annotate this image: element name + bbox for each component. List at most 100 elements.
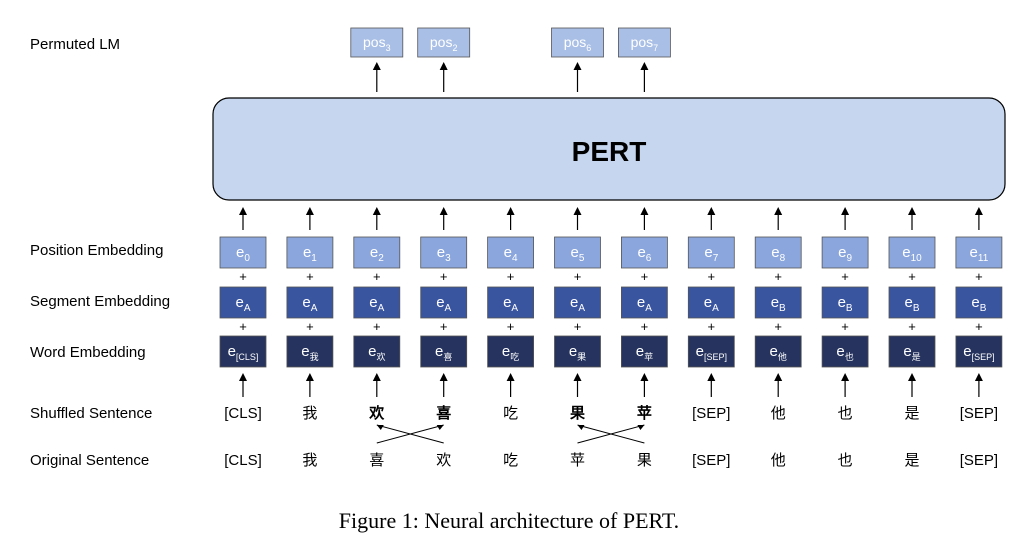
output-position-box [417, 27, 471, 58]
segment-embedding-label: eB [971, 294, 986, 314]
segment-embedding-box [754, 286, 802, 319]
label-permuted-lm: Permuted LM [30, 36, 120, 53]
segment-embedding-box [687, 286, 735, 319]
original-token: 苹 [570, 452, 585, 469]
plus-sign: + [239, 269, 247, 284]
segment-embedding-label: eA [704, 294, 719, 314]
arrow-to-pert-head [974, 207, 983, 215]
position-embedding-label: e4 [504, 244, 518, 264]
shuffled-token: 吃 [503, 405, 518, 422]
original-token: [SEP] [960, 452, 998, 469]
plus-sign: + [975, 269, 983, 284]
plus-sign: + [975, 319, 983, 334]
word-embedding-label: e[SEP] [696, 343, 727, 362]
position-embedding-label: e11 [970, 244, 989, 264]
position-embedding-label: e10 [902, 244, 922, 264]
label-shuffled-sentence: Shuffled Sentence [30, 405, 152, 422]
output-position-label: pos2 [430, 34, 458, 53]
word-embedding-label: e苹 [636, 343, 653, 362]
position-embedding-box [554, 236, 601, 269]
figure-caption: Figure 1: Neural architecture of PERT. [338, 508, 680, 533]
plus-sign: + [507, 269, 515, 284]
plus-sign: + [239, 319, 247, 334]
arrow-to-pert-head [908, 207, 916, 215]
plus-sign: + [841, 319, 849, 334]
word-embedding-label: e吃 [502, 343, 519, 362]
segment-embedding-label: eA [302, 294, 317, 314]
arrow-to-output-head [372, 62, 381, 70]
position-embedding-label: e0 [236, 244, 250, 264]
swap-arrowhead [577, 425, 585, 430]
output-position-label: pos3 [363, 34, 391, 53]
output-position-label: pos6 [564, 34, 592, 53]
word-embedding-box [754, 335, 802, 368]
position-embedding-label: e7 [704, 244, 718, 264]
plus-sign: + [708, 319, 716, 334]
word-embedding-label: e[SEP] [963, 343, 994, 362]
word-embedding-label: e[CLS] [228, 343, 259, 362]
segment-embedding-box [286, 286, 334, 319]
position-embedding-box [821, 236, 869, 269]
segment-embedding-label: eA [570, 294, 585, 314]
plus-sign: + [440, 269, 448, 284]
position-embedding-box [286, 236, 334, 269]
arrow-from-token-head [239, 373, 247, 381]
segment-embedding-label: eA [369, 294, 384, 314]
shuffled-token: 我 [302, 405, 317, 422]
pert-model-label: PERT [572, 136, 647, 167]
original-token: 也 [838, 452, 853, 469]
shuffled-token: 喜 [436, 404, 451, 422]
arrow-from-token-head [372, 373, 381, 381]
arrow-from-token-head [974, 373, 983, 381]
label-position-embedding: Position Embedding [30, 242, 163, 259]
segment-embedding-label: eB [771, 294, 786, 314]
plus-sign: + [373, 319, 381, 334]
segment-embedding-box [888, 286, 936, 319]
label-word-embedding: Word Embedding [30, 344, 146, 361]
segment-embedding-label: eA [503, 294, 518, 314]
arrow-to-pert-head [239, 207, 247, 215]
arrow-to-output-head [640, 62, 649, 70]
position-embedding-label: e8 [771, 244, 785, 264]
swap-line [577, 424, 645, 444]
arrow-from-token-head [640, 373, 649, 381]
position-embedding-box [621, 236, 668, 269]
label-segment-embedding: Segment Embedding [30, 293, 170, 310]
original-token: 果 [637, 452, 652, 469]
swap-line [376, 424, 444, 444]
position-embedding-label: e1 [303, 244, 317, 264]
segment-embedding-label: eA [235, 294, 250, 314]
plus-sign: + [507, 319, 515, 334]
segment-embedding-box [955, 286, 1003, 319]
shuffled-token: [CLS] [224, 405, 262, 422]
plus-sign: + [306, 269, 314, 284]
word-embedding-label: e是 [903, 343, 920, 362]
word-embedding-label: e他 [770, 343, 787, 362]
position-embedding-box [687, 236, 735, 269]
arrow-to-output-head [439, 62, 448, 70]
output-position-box [551, 27, 604, 58]
segment-embedding-label: eA [436, 294, 451, 314]
plus-sign: + [708, 269, 716, 284]
word-embedding-label: e喜 [435, 343, 452, 362]
arrow-from-token-head [573, 373, 582, 381]
arrow-from-token-head [506, 373, 515, 381]
segment-embedding-box [219, 286, 267, 319]
original-token: 吃 [503, 452, 518, 469]
segment-embedding-box [821, 286, 869, 319]
arrow-to-pert-head [640, 207, 649, 215]
original-token: [CLS] [224, 452, 262, 469]
swap-arrowhead [637, 425, 645, 430]
plus-sign: + [306, 319, 314, 334]
plus-sign: + [841, 269, 849, 284]
arrow-from-token-head [774, 373, 783, 381]
original-token: [SEP] [692, 452, 730, 469]
arrow-to-pert-head [439, 207, 448, 215]
word-embedding-box [888, 335, 936, 368]
word-embedding-label: e我 [301, 343, 318, 362]
original-token: 他 [771, 452, 786, 469]
output-position-label: pos7 [631, 34, 659, 53]
segment-embedding-box [353, 286, 401, 319]
position-embedding-label: e9 [838, 244, 852, 264]
position-embedding-label: e2 [370, 244, 384, 264]
